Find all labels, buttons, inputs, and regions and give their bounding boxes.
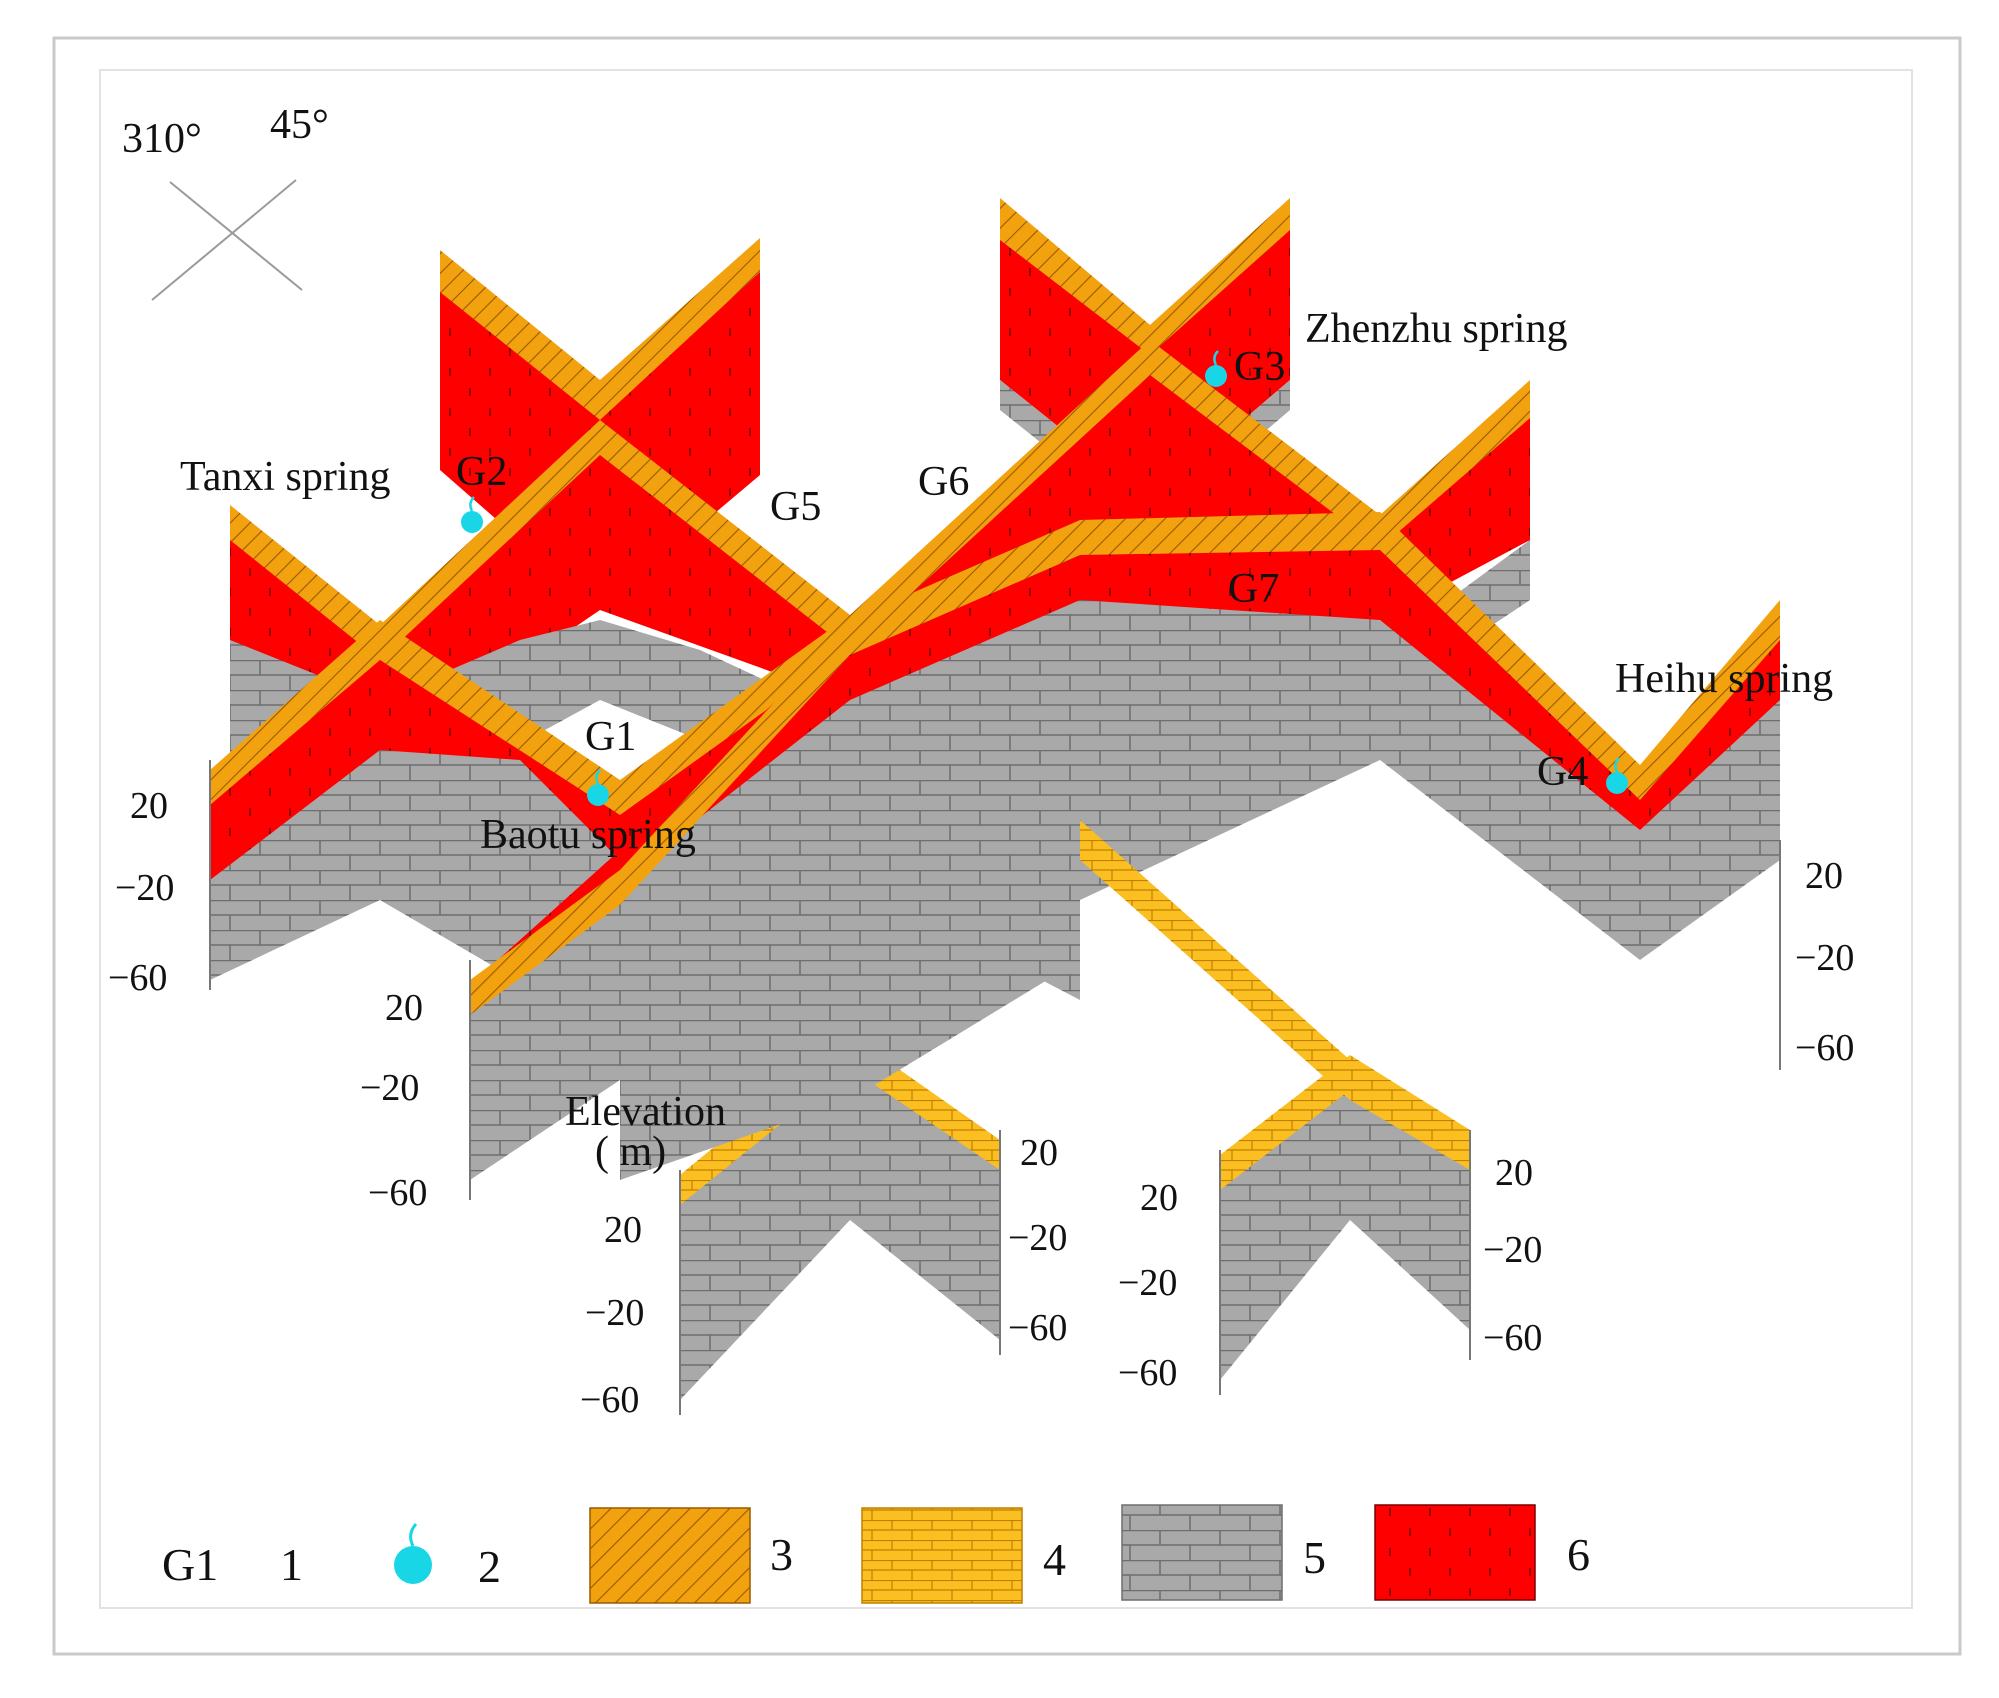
scale-mid-left-tick-m60: −60: [368, 1172, 427, 1214]
panel-front-c: [620, 780, 1470, 1180]
scale-right-tick-m60: −60: [1795, 1027, 1854, 1069]
scale-front-right-tick-m20: −20: [1118, 1262, 1177, 1304]
scale-front-left-tick-20: 20: [604, 1209, 642, 1251]
legend: G1 1 2 3 4 5 6: [162, 1504, 1590, 1604]
legend-num-4: 4: [1043, 1534, 1066, 1585]
scale-front-right-tick-20: 20: [1140, 1177, 1178, 1219]
panel-g7-row: [470, 512, 1780, 1180]
scale-right-tick-m20: −20: [1795, 937, 1854, 979]
label-zhenzhu-spring: Zhenzhu spring: [1305, 306, 1567, 352]
label-profile-g7: G7: [1228, 566, 1279, 612]
elevation-scale-front-right: 20 −20 −60: [1118, 1150, 1221, 1395]
scale-right-tick-20: 20: [1805, 855, 1843, 897]
scale-front-left-tick-m60: −60: [580, 1379, 639, 1421]
elevation-scale-front-left: 20 −20 −60: [580, 1170, 681, 1421]
scale-front-mid-tick-m20: −20: [1008, 1217, 1067, 1259]
orientation-angle-310: 310°: [122, 116, 202, 162]
legend-num-3: 3: [770, 1529, 793, 1580]
scale-right-mid-tick-m20: −20: [1483, 1229, 1542, 1271]
elevation-scale-front-mid: 20 −20 −60: [999, 1130, 1067, 1355]
label-profile-g4: G4: [1537, 749, 1588, 795]
legend-swatch-yellow-brick: [861, 1507, 1023, 1604]
elevation-scale-right: 20 −20 −60: [1779, 840, 1854, 1070]
legend-swatch-hatch: [589, 1507, 751, 1604]
scale-left-tick-20: 20: [130, 785, 168, 827]
label-tanxi-spring: Tanxi spring: [180, 454, 391, 500]
scale-front-right-tick-m60: −60: [1118, 1352, 1177, 1394]
label-profile-g5: G5: [770, 484, 821, 530]
label-profile-g3: G3: [1234, 344, 1285, 390]
scale-left-tick-m60: −60: [108, 957, 167, 999]
legend-sample-profile: G1: [162, 1539, 218, 1590]
legend-swatch-red: [1374, 1504, 1536, 1601]
elevation-label-line1: Elevation: [565, 1089, 726, 1135]
elevation-scale-left: 20 −20 −60: [108, 760, 211, 999]
label-baotu-spring: Baotu spring: [480, 812, 696, 858]
elevation-label-line2: ( m): [595, 1129, 666, 1175]
label-profile-g1: G1: [585, 714, 636, 760]
label-profile-g6: G6: [918, 459, 969, 505]
scale-right-mid-tick-20: 20: [1495, 1152, 1533, 1194]
legend-num-2: 2: [478, 1541, 501, 1592]
scale-front-mid-tick-m60: −60: [1008, 1307, 1067, 1349]
elevation-scale-mid-left: 20 −20 −60: [360, 960, 471, 1214]
elevation-scale-right-mid: 20 −20 −60: [1469, 1130, 1542, 1360]
label-heihu-spring: Heihu spring: [1615, 656, 1833, 702]
spring-marker-g4: [1606, 757, 1628, 794]
legend-spring-icon: [394, 1522, 432, 1584]
orientation-marker: [151, 179, 303, 301]
scale-front-mid-tick-20: 20: [1020, 1132, 1058, 1174]
spring-marker-g1: [587, 769, 609, 806]
label-profile-g2: G2: [456, 449, 507, 495]
spring-marker-g3: [1205, 350, 1227, 387]
spring-marker-g2: [461, 496, 483, 533]
legend-num-5: 5: [1303, 1532, 1326, 1583]
legend-swatch-gray-brick: [1121, 1504, 1283, 1601]
scale-mid-left-tick-m20: −20: [360, 1067, 419, 1109]
orientation-angle-45: 45°: [270, 102, 329, 148]
scale-front-left-tick-m20: −20: [585, 1292, 644, 1334]
scale-left-tick-m20: −20: [115, 867, 174, 909]
scale-mid-left-tick-20: 20: [385, 987, 423, 1029]
legend-num-6: 6: [1567, 1529, 1590, 1580]
legend-num-1: 1: [280, 1539, 303, 1590]
scale-right-mid-tick-m60: −60: [1483, 1317, 1542, 1359]
